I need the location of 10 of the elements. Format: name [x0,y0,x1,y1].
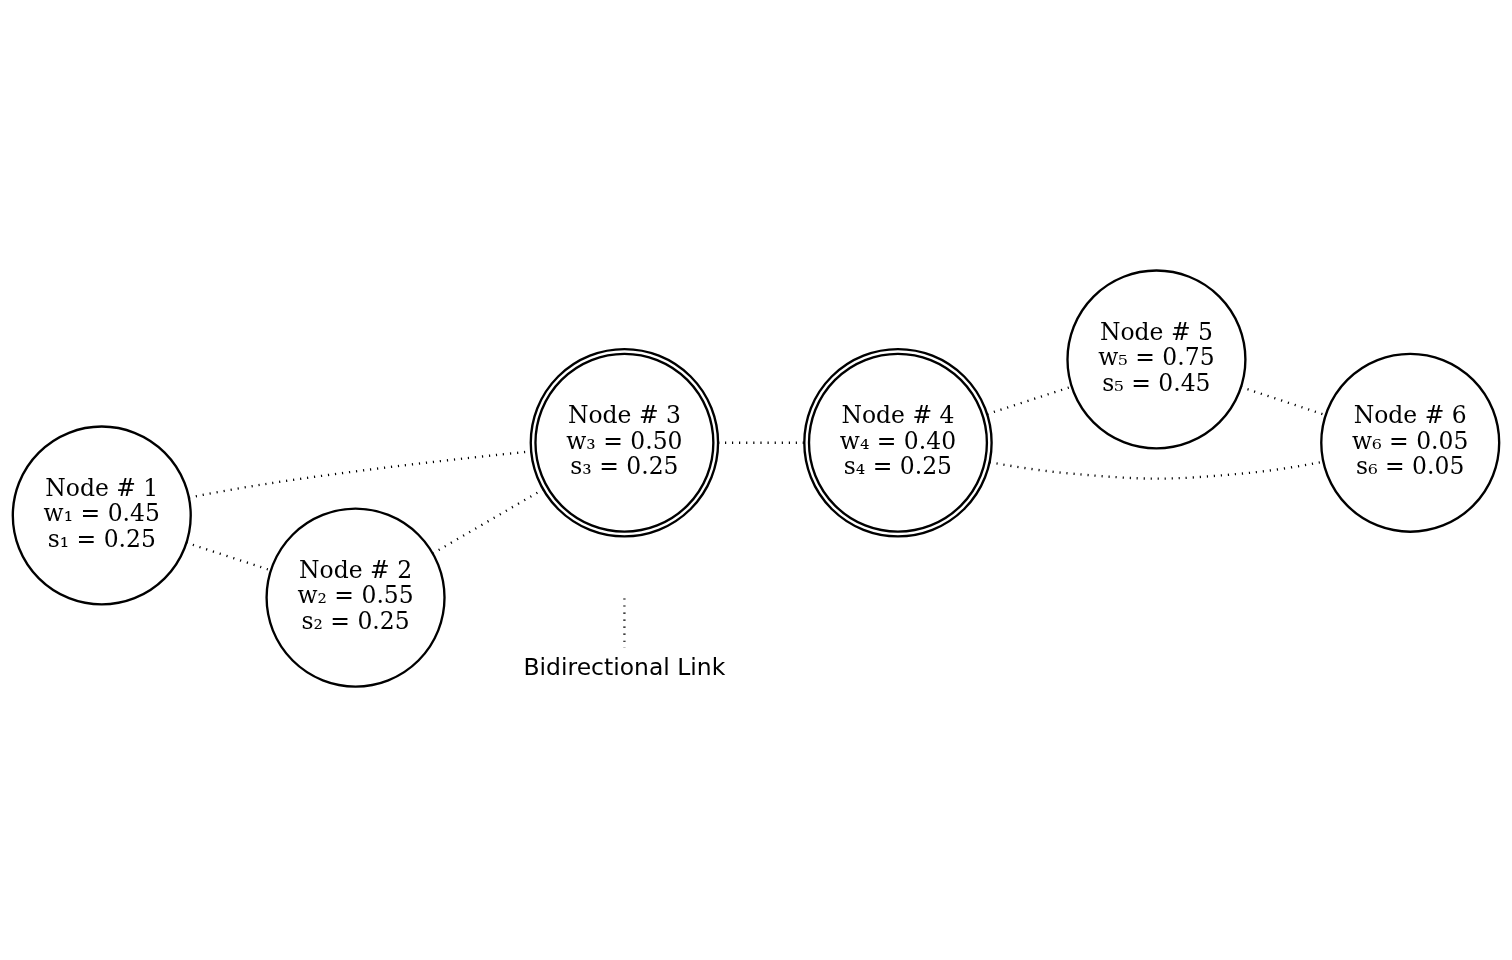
node-circle: Node # 1 w₁ = 0.45 s₁ = 0.25 [11,424,192,606]
connector [1240,385,1326,416]
node-circle: Node # 5 w₅ = 0.75 s₅ = 0.45 [1066,268,1247,450]
node-circle: Node # 3 w₃ = 0.50 s₃ = 0.25 [529,347,720,538]
node-circle: Node # 4 w₄ = 0.40 s₄ = 0.25 [803,347,993,538]
node-circle: Node # 6 w₆ = 0.05 s₆ = 0.05 [1320,352,1501,533]
node-circle: Node # 2 w₂ = 0.55 s₂ = 0.25 [265,507,446,688]
connector [718,441,805,444]
legend-label: Bidirectional Link [523,652,726,681]
connector [432,487,544,554]
